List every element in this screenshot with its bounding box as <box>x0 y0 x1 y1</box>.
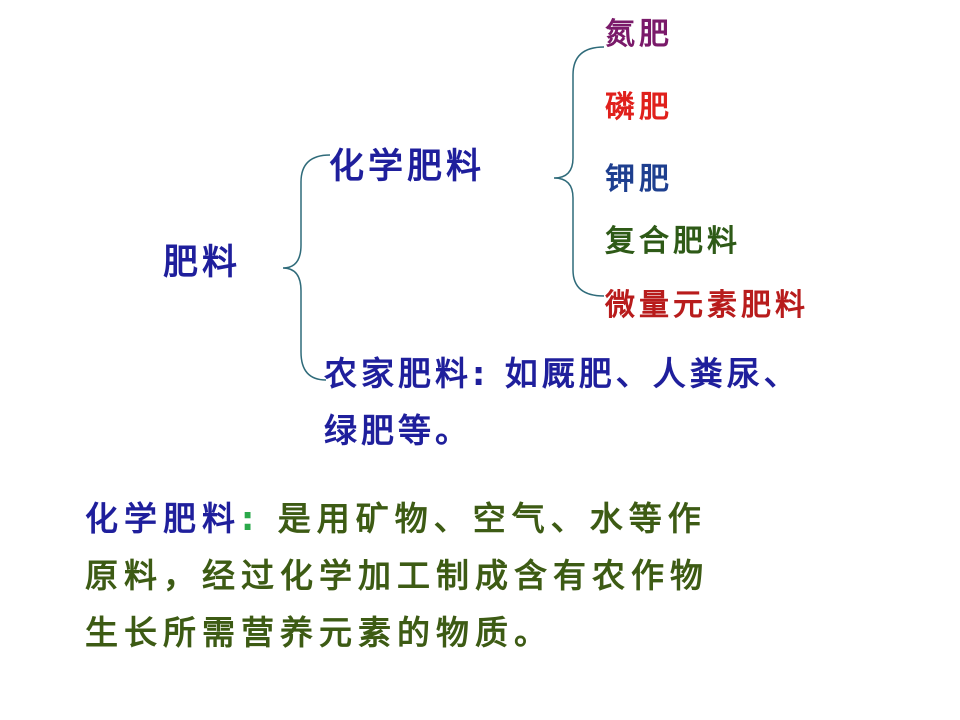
brace-chemical <box>553 46 605 297</box>
leaf-compound-fertilizer: 复合肥料 <box>605 224 741 259</box>
farm-manure-colon: : <box>472 354 490 393</box>
leaf-phosphate-fertilizer: 磷肥 <box>605 90 673 125</box>
brace-root <box>282 154 331 381</box>
chemical-fertilizer-label: 化学肥料 <box>329 147 486 187</box>
definition-line-1: 化学肥料: 是用矿物、空气、水等作 <box>85 502 707 535</box>
definition-text-1: 是用矿物、空气、水等作 <box>277 499 707 538</box>
leaf-nitrogen-fertilizer: 氮肥 <box>605 17 673 52</box>
definition-line-2: 原料，经过化学加工制成含有农作物 <box>85 556 709 595</box>
leaf-micronutrient-fertilizer: 微量元素肥料 <box>605 288 809 323</box>
definition-term: 化学肥料 <box>85 499 241 538</box>
leaf-potash-fertilizer: 钾肥 <box>605 162 673 197</box>
definition-colon: : <box>241 499 261 538</box>
root-label: 肥料 <box>163 243 242 283</box>
farm-manure-label: 农家肥料 <box>324 354 472 393</box>
farm-manure-line: 农家肥料: 如厩肥、人粪尿、 <box>324 357 801 390</box>
definition-line-3: 生长所需营养元素的物质。 <box>85 613 553 652</box>
farm-manure-examples-2: 绿肥等。 <box>324 411 472 450</box>
farm-manure-examples-1: 如厩肥、人粪尿、 <box>504 354 801 393</box>
